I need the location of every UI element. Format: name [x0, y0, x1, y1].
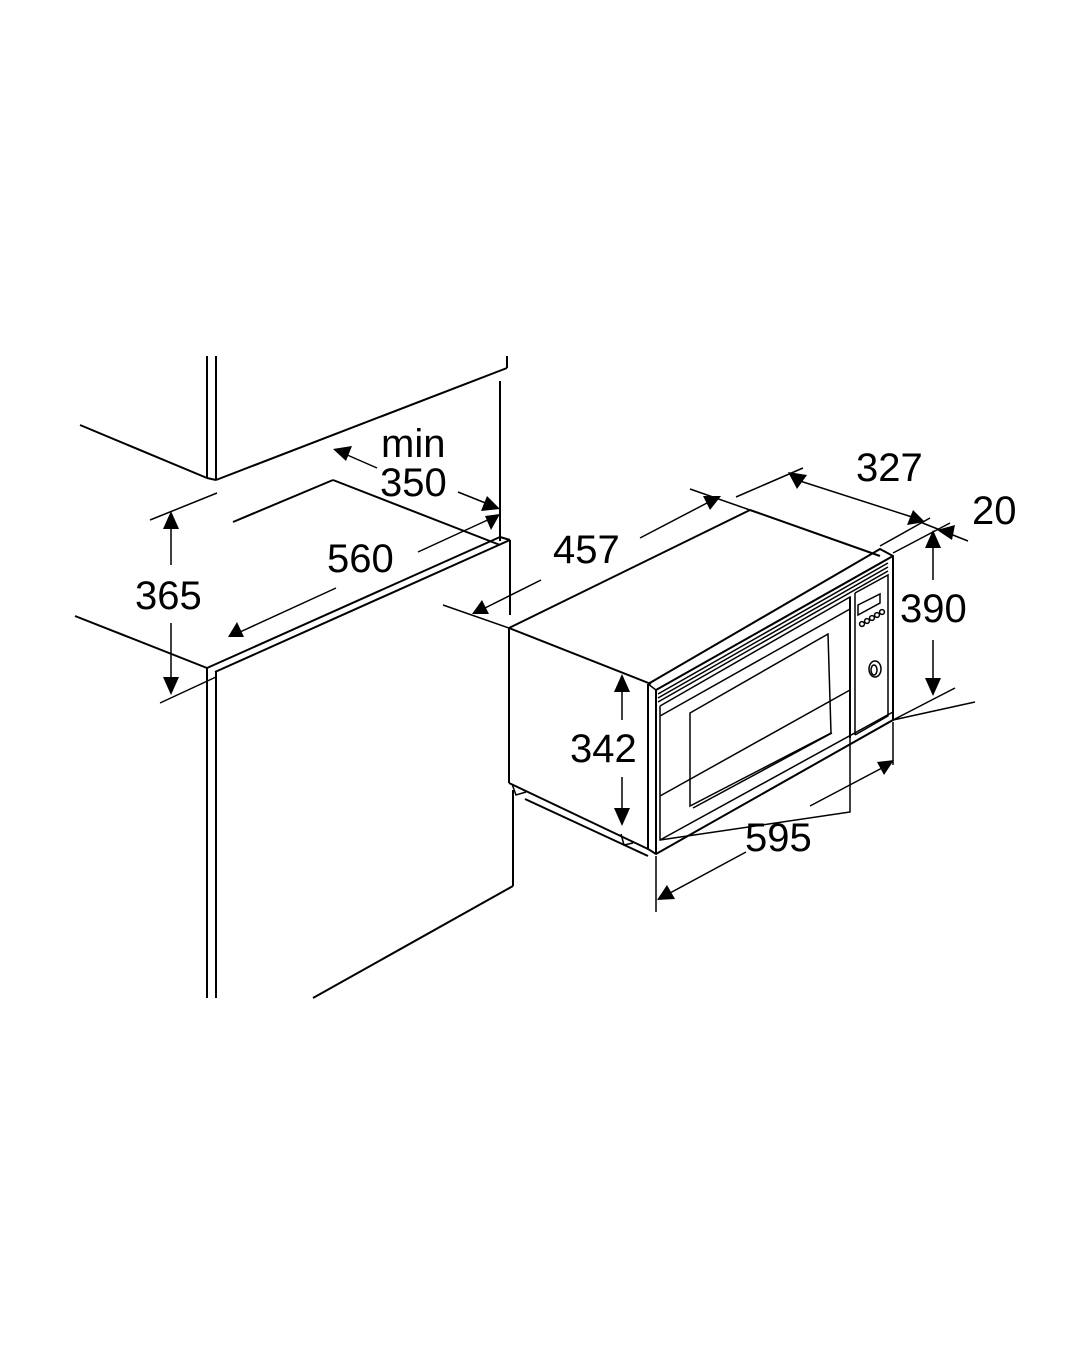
- dimension-20: [892, 521, 969, 554]
- dimension-365: [149, 492, 218, 704]
- microwave-front-frame: [647, 547, 894, 856]
- label-595: 595: [745, 816, 812, 860]
- dimension-560: [228, 514, 500, 637]
- label-390: 390: [900, 587, 967, 631]
- dimension-342: [614, 674, 630, 826]
- label-560: 560: [327, 537, 394, 581]
- label-457: 457: [553, 528, 620, 572]
- dimension-327: [735, 467, 931, 547]
- label-365: 365: [135, 574, 202, 618]
- lower-cabinet: [74, 479, 514, 999]
- dimension-min-350: [333, 446, 500, 511]
- label-342: 342: [570, 727, 637, 771]
- dimension-595: [655, 701, 976, 912]
- dimension-457: [442, 488, 751, 629]
- label-350: 350: [380, 461, 447, 505]
- label-20: 20: [972, 489, 1017, 533]
- microwave-body: [508, 509, 881, 857]
- upper-cabinet: [79, 356, 508, 541]
- dimension-390: [892, 530, 956, 721]
- label-min: min: [381, 422, 445, 466]
- label-327: 327: [856, 446, 923, 490]
